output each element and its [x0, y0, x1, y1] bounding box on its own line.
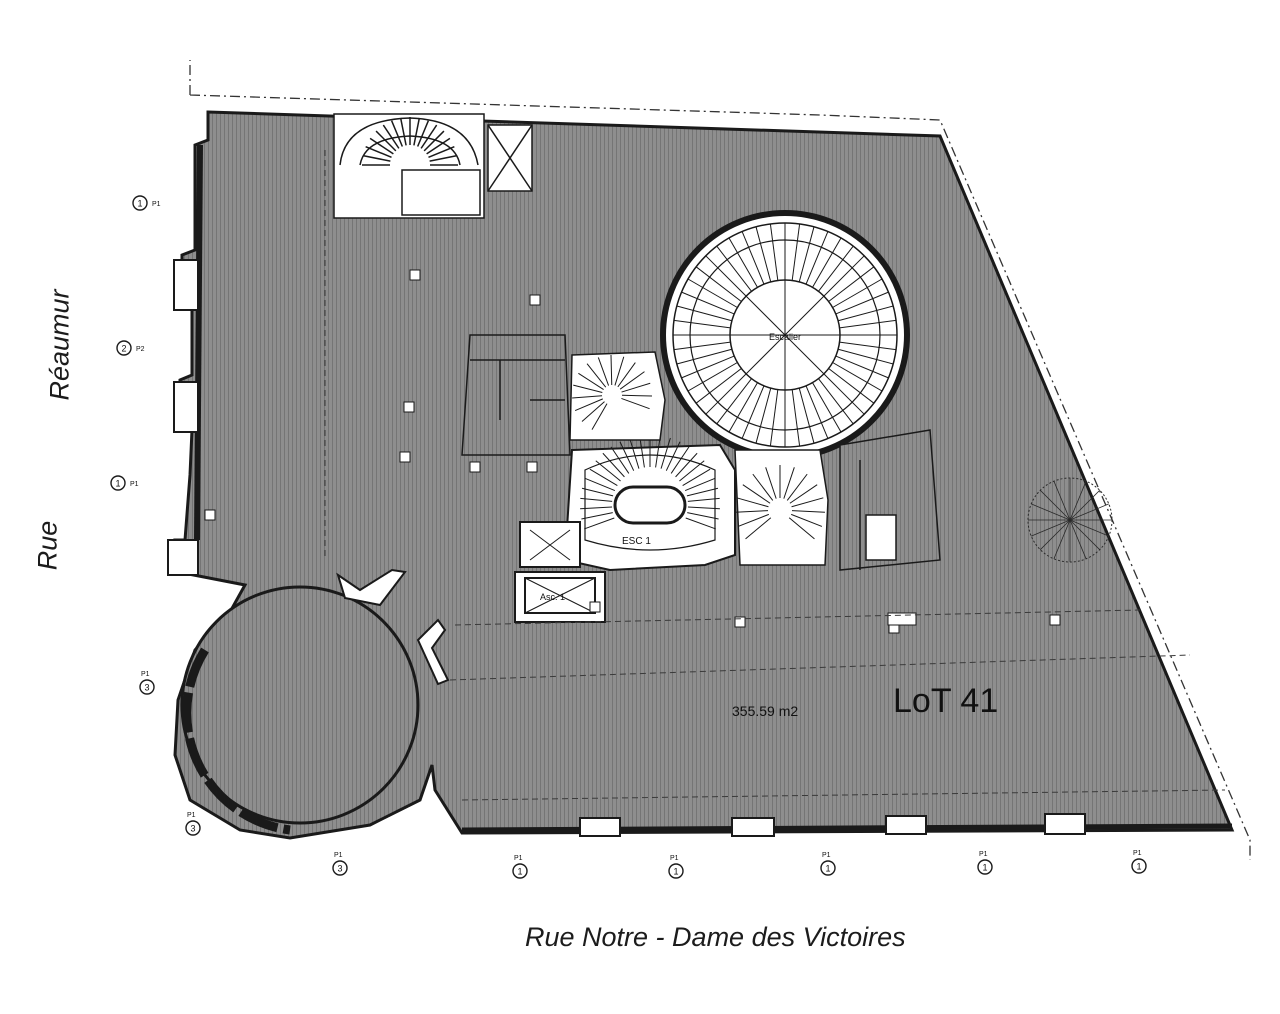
svg-text:P1: P1	[152, 201, 161, 208]
svg-text:P2: P2	[136, 346, 145, 353]
facade-marker: 1 P1	[820, 852, 836, 876]
svg-text:P1: P1	[187, 812, 196, 819]
svg-text:P1: P1	[334, 852, 343, 859]
rotunda-label: Escalier	[769, 332, 801, 342]
svg-text:P1: P1	[822, 852, 831, 859]
svg-text:1: 1	[517, 867, 522, 877]
stair-right	[734, 449, 829, 566]
lift-label: Asc. 1	[540, 592, 565, 602]
structural-lines	[324, 150, 1226, 801]
facade-marker: 1 P1	[132, 195, 161, 211]
svg-text:3: 3	[337, 864, 342, 874]
window-bays-bottom	[579, 813, 1086, 837]
facade-marker: 1 P1	[668, 855, 684, 879]
svg-text:P1: P1	[1133, 850, 1142, 857]
turret-room	[180, 568, 450, 835]
svg-text:3: 3	[190, 824, 195, 834]
street-name-left-rue: Rue	[32, 520, 63, 571]
facade-marker: 3 P1	[139, 671, 155, 695]
facade-marker: 1 P1	[512, 855, 528, 879]
facade-marker: 2 P2	[116, 340, 145, 356]
svg-text:P1: P1	[141, 671, 150, 678]
service-rooms	[461, 334, 941, 571]
svg-text:P1: P1	[130, 481, 139, 488]
pillars	[204, 269, 1061, 634]
svg-text:P1: P1	[670, 855, 679, 862]
svg-text:P1: P1	[979, 851, 988, 858]
facade-wall-left	[194, 144, 203, 541]
street-name-left-reaumur: Réaumur	[44, 289, 75, 401]
property-boundary	[189, 60, 1251, 860]
stair-top-left	[333, 113, 533, 219]
svg-text:1: 1	[1136, 862, 1141, 872]
svg-text:1: 1	[115, 479, 120, 489]
facade-marker: 3 P1	[332, 852, 348, 876]
facade-marker: 1 P1	[110, 475, 139, 491]
svg-text:1: 1	[673, 867, 678, 877]
stair-small	[569, 351, 666, 441]
stair-esc1: ESC 1	[563, 435, 736, 572]
ghost-spiral-stair	[1027, 477, 1113, 563]
svg-text:2: 2	[121, 344, 126, 354]
svg-text:1: 1	[137, 199, 142, 209]
window-bays-left	[167, 259, 199, 576]
svg-text:1: 1	[982, 863, 987, 873]
facade-marker: 1 P1	[977, 851, 993, 875]
svg-text:1: 1	[825, 864, 830, 874]
svg-text:P1: P1	[514, 855, 523, 862]
rotunda-staircase: Escalier	[660, 210, 910, 460]
svg-text:3: 3	[144, 683, 149, 693]
facade-marker: 1 P1	[1131, 850, 1147, 874]
facade-marker: 3 P1	[185, 812, 201, 836]
esc1-label: ESC 1	[622, 536, 651, 547]
street-name-bottom: Rue Notre - Dame des Victoires	[525, 922, 906, 952]
area-label: 355.59 m2	[732, 703, 798, 719]
lift-block: Asc. 1	[514, 521, 606, 623]
lot-label: LoT 41	[893, 682, 998, 720]
